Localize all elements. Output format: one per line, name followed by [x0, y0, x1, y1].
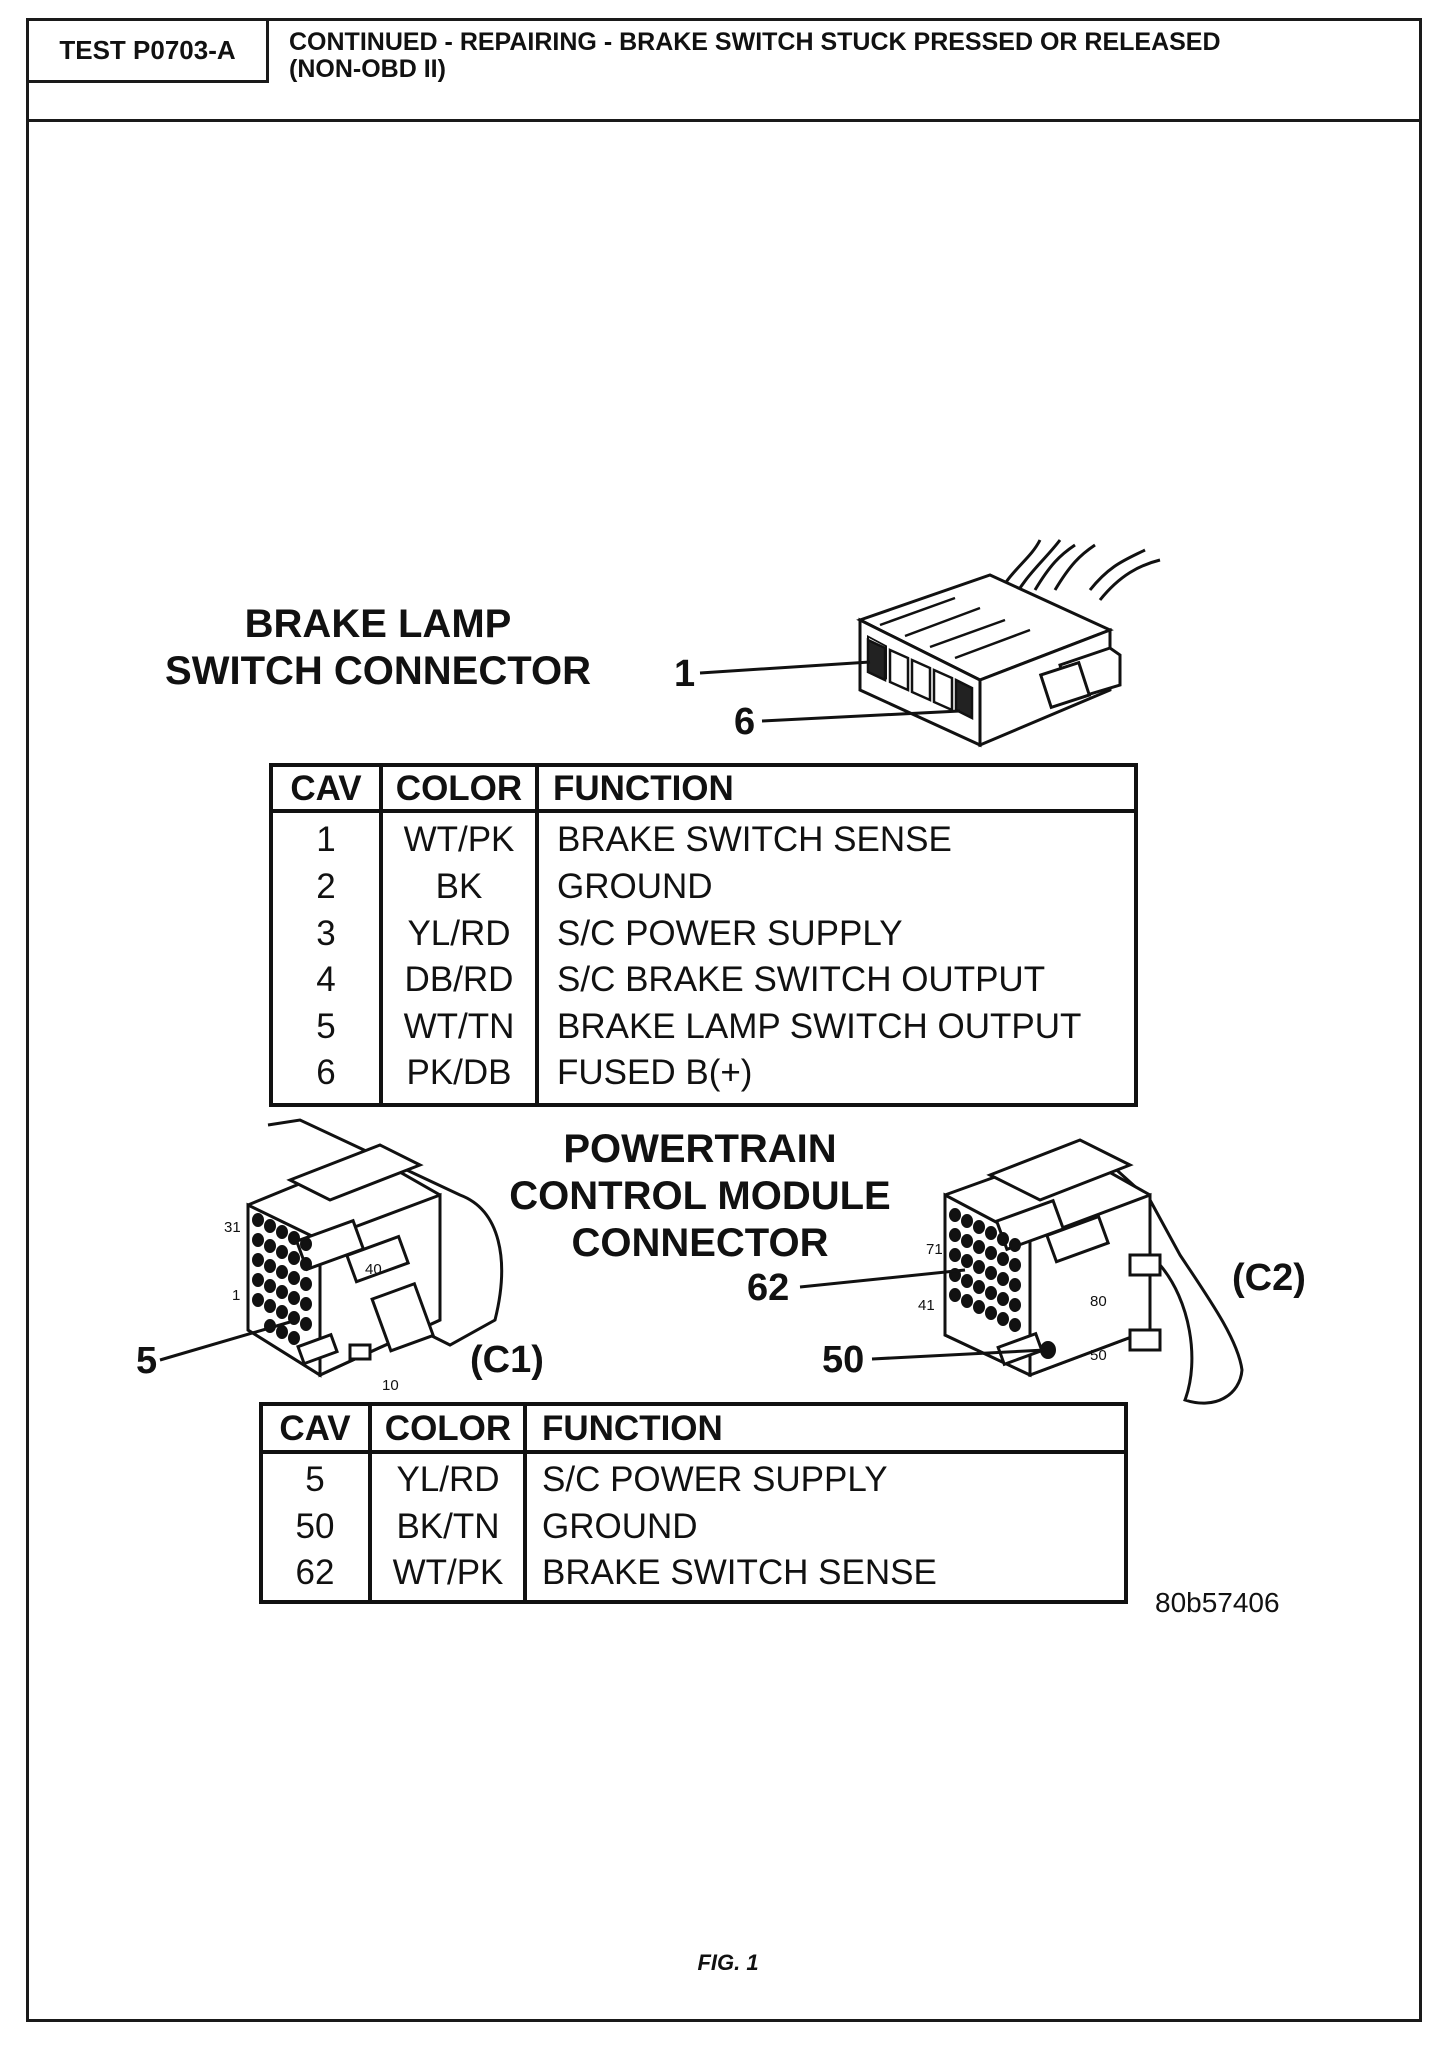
- table-row: 3 YL/RD S/C POWER SUPPLY: [316, 914, 902, 953]
- leader-line-6: [761, 709, 961, 723]
- header-title-line1: CONTINUED - REPAIRING - BRAKE SWITCH STU…: [289, 28, 1221, 56]
- pcm-title-line1: POWERTRAIN: [563, 1127, 836, 1171]
- c2-label: (C2): [1232, 1257, 1306, 1299]
- c2-pin-50-label: 50: [1090, 1347, 1107, 1364]
- pcm-table-header-cav: CAV: [279, 1409, 351, 1448]
- brake-table-header-color: COLOR: [396, 769, 522, 808]
- brake-lamp-title-line1: BRAKE LAMP: [245, 602, 512, 646]
- table-cell-cav: 6: [316, 1053, 335, 1092]
- table-cell-color: BK/TN: [396, 1507, 499, 1546]
- pcm-table-header-function: FUNCTION: [542, 1409, 723, 1448]
- c2-pin-71-label: 71: [926, 1241, 943, 1258]
- brake-table-header-function: FUNCTION: [553, 769, 734, 808]
- table-cell-color: WT/PK: [404, 820, 515, 859]
- table-cell-color: BK: [436, 867, 483, 906]
- table-cell-color: DB/RD: [405, 960, 514, 999]
- callout-cav-62: 62: [747, 1267, 789, 1309]
- brake-lamp-table: [269, 763, 1138, 1107]
- pcm-c1-connector-illustration: [246, 1118, 504, 1378]
- c1-label: (C1): [470, 1339, 544, 1381]
- table-cell-cav: 5: [316, 1007, 335, 1046]
- table-cell-color: YL/RD: [396, 1460, 499, 1499]
- table-row: 4 DB/RD S/C BRAKE SWITCH OUTPUT: [316, 960, 1045, 999]
- table-cell-cav: 5: [305, 1460, 324, 1499]
- leader-line-1: [699, 660, 871, 675]
- callout-cav-6: 6: [734, 701, 755, 743]
- c1-pin-10-label: 10: [382, 1377, 399, 1394]
- table-cell-function: S/C POWER SUPPLY: [557, 914, 903, 953]
- table-cell-cav: 4: [316, 960, 335, 999]
- table-row: 5 YL/RD S/C POWER SUPPLY: [305, 1460, 887, 1499]
- brake-lamp-title-line2: SWITCH CONNECTOR: [165, 649, 591, 693]
- table-cell-function: BRAKE LAMP SWITCH OUTPUT: [557, 1007, 1081, 1046]
- table-row: 2 BK GROUND: [316, 867, 712, 906]
- table-cell-function: GROUND: [542, 1507, 698, 1546]
- c1-pin-1-label: 1: [232, 1287, 240, 1304]
- figure-caption: FIG. 1: [697, 1950, 759, 1975]
- table-cell-function: FUSED B(+): [557, 1053, 752, 1092]
- header-bar: TEST P0703-A CONTINUED - REPAIRING - BRA…: [26, 18, 1422, 122]
- c1-pin-40-label: 40: [365, 1261, 382, 1278]
- callout-cav-5: 5: [136, 1340, 157, 1382]
- pcm-table: [259, 1402, 1128, 1604]
- table-cell-cav: 2: [316, 867, 335, 906]
- table-cell-color: YL/RD: [407, 914, 510, 953]
- table-cell-function: S/C BRAKE SWITCH OUTPUT: [557, 960, 1045, 999]
- table-row: 62 WT/PK BRAKE SWITCH SENSE: [296, 1553, 937, 1592]
- pcm-c2-connector-illustration: [943, 1138, 1244, 1405]
- pcm-table-header-color: COLOR: [385, 1409, 511, 1448]
- table-cell-color: WT/PK: [393, 1553, 504, 1592]
- figure-id: 80b57406: [1155, 1587, 1280, 1618]
- c1-pin-31-label: 31: [224, 1219, 241, 1236]
- c2-pin-41-label: 41: [918, 1297, 935, 1314]
- brake-table-header-cav: CAV: [290, 769, 362, 808]
- leader-line-5: [159, 1320, 291, 1362]
- table-row: 6 PK/DB FUSED B(+): [316, 1053, 752, 1092]
- leader-line-62: [799, 1268, 966, 1289]
- test-id-label: TEST P0703-A: [29, 21, 269, 83]
- table-cell-cav: 1: [316, 820, 335, 859]
- table-row: 5 WT/TN BRAKE LAMP SWITCH OUTPUT: [316, 1007, 1081, 1046]
- brake-lamp-connector-illustration: [856, 539, 1161, 748]
- pcm-title-line2: CONTROL MODULE: [509, 1174, 890, 1218]
- table-row: 50 BK/TN GROUND: [296, 1507, 698, 1546]
- table-cell-color: PK/DB: [406, 1053, 511, 1092]
- table-cell-cav: 3: [316, 914, 335, 953]
- header-title: CONTINUED - REPAIRING - BRAKE SWITCH STU…: [289, 29, 1389, 83]
- table-cell-function: GROUND: [557, 867, 713, 906]
- table-cell-cav: 62: [296, 1553, 335, 1592]
- table-row: 1 WT/PK BRAKE SWITCH SENSE: [316, 820, 952, 859]
- table-cell-color: WT/TN: [404, 1007, 515, 1046]
- c2-pin-80-label: 80: [1090, 1293, 1107, 1310]
- callout-cav-50: 50: [822, 1339, 864, 1381]
- table-cell-cav: 50: [296, 1507, 335, 1546]
- header-title-line2: (NON-OBD II): [289, 55, 446, 83]
- callout-cav-1: 1: [674, 653, 695, 695]
- pcm-title-line3: CONNECTOR: [571, 1221, 828, 1265]
- leader-line-50: [871, 1348, 1046, 1361]
- table-cell-function: BRAKE SWITCH SENSE: [557, 820, 952, 859]
- table-cell-function: S/C POWER SUPPLY: [542, 1460, 888, 1499]
- table-cell-function: BRAKE SWITCH SENSE: [542, 1553, 937, 1592]
